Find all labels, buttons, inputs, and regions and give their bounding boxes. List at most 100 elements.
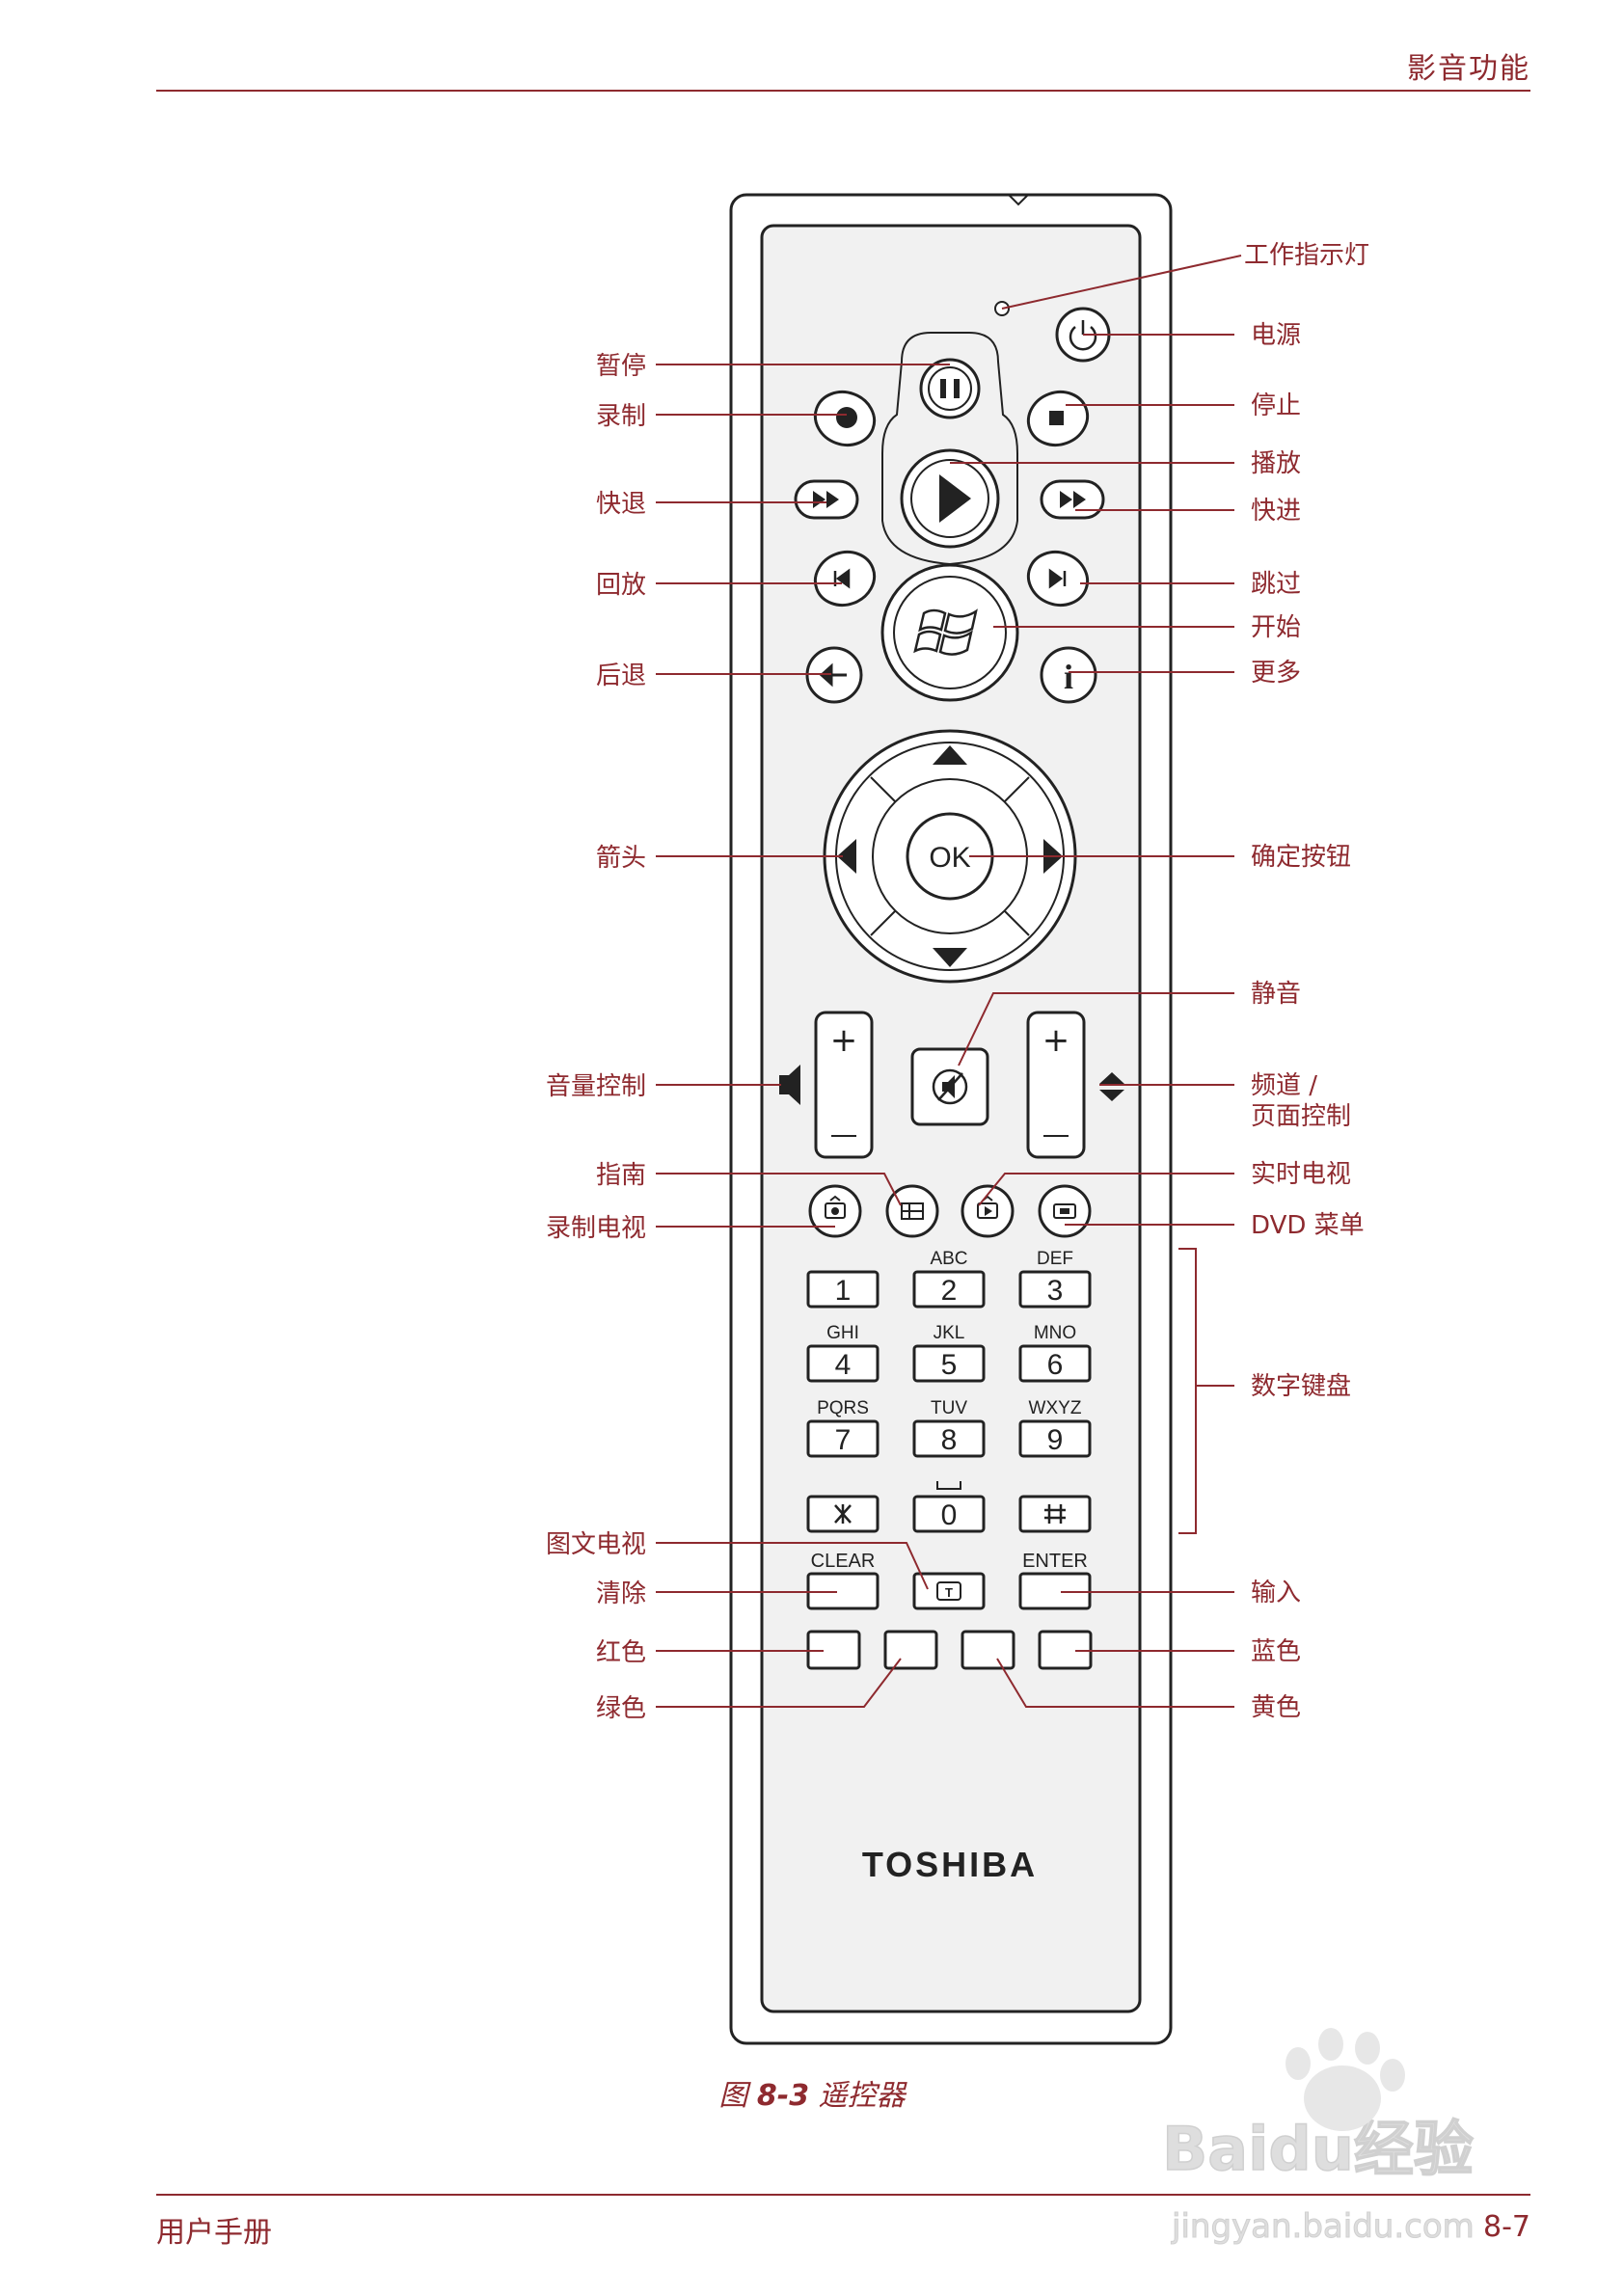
key-4-letters: GHI: [826, 1323, 859, 1343]
key-1-digit: 1: [835, 1275, 852, 1307]
key-9-letters: WXYZ: [1029, 1398, 1082, 1418]
channel-rocker[interactable]: +: [1026, 1011, 1086, 1159]
stop-icon: [1049, 411, 1064, 425]
key-1[interactable]: 1: [806, 1270, 880, 1309]
label-ok: 确定按钮: [1251, 843, 1351, 872]
play-button[interactable]: [900, 448, 1000, 549]
more-info-button[interactable]: i: [1040, 646, 1097, 704]
label-channel-1: 频道 /: [1251, 1071, 1317, 1100]
fastforward-button[interactable]: [1040, 479, 1105, 520]
figure-caption: 图 8-3 遥控器: [0, 2071, 1624, 2114]
label-live-tv: 实时电视: [1251, 1160, 1351, 1189]
footer-manual-title: 用户手册: [156, 2216, 272, 2250]
recorded-tv-icon: [825, 1202, 846, 1219]
caption-prefix: 图: [718, 2079, 748, 2113]
record-button[interactable]: [808, 384, 882, 453]
key-4-digit: 4: [835, 1349, 852, 1381]
label-blue: 蓝色: [1251, 1637, 1301, 1666]
label-keypad: 数字键盘: [1251, 1372, 1351, 1401]
label-rewind: 快退: [596, 490, 646, 519]
key-star[interactable]: [806, 1495, 880, 1533]
volume-plus-icon: +: [830, 1021, 858, 1060]
key-3-letters: DEF: [1037, 1249, 1073, 1269]
key-2-letters: ABC: [930, 1249, 967, 1269]
green-button[interactable]: [883, 1630, 938, 1670]
hash-icon: [1044, 1504, 1066, 1524]
label-arrows: 箭头: [596, 844, 646, 873]
key-7[interactable]: 7 PQRS: [806, 1398, 880, 1458]
skip-button[interactable]: [1021, 544, 1096, 613]
guide-button[interactable]: [885, 1184, 939, 1238]
key-8-letters: TUV: [931, 1398, 967, 1418]
arrow-up-icon: [933, 745, 967, 765]
leader-lines: [656, 255, 1242, 1708]
asterisk-icon: [834, 1504, 852, 1524]
play-icon: [939, 474, 971, 523]
key-6-letters: MNO: [1034, 1323, 1076, 1343]
label-guide: 指南: [596, 1161, 646, 1190]
label-recorded-tv: 录制电视: [546, 1214, 646, 1243]
yellow-button[interactable]: [961, 1630, 1015, 1670]
label-skip: 跳过: [1251, 570, 1301, 599]
dvd-menu-button[interactable]: [1038, 1184, 1092, 1238]
channel-plus-icon: +: [1042, 1021, 1070, 1060]
key-7-letters: PQRS: [817, 1398, 869, 1418]
ok-label: OK: [929, 842, 970, 874]
start-button[interactable]: [880, 563, 1019, 702]
label-dvd-menu: DVD 菜单: [1251, 1211, 1365, 1240]
svg-text:T: T: [945, 1585, 953, 1600]
label-start: 开始: [1251, 613, 1301, 642]
arrow-left-icon: [837, 839, 856, 874]
key-0[interactable]: 0: [912, 1481, 986, 1533]
page-number: 8-7: [1483, 2210, 1530, 2244]
key-5[interactable]: 5 JKL: [912, 1323, 986, 1383]
label-power: 电源: [1251, 321, 1301, 350]
label-volume: 音量控制: [546, 1072, 646, 1101]
label-replay: 回放: [596, 571, 646, 600]
live-tv-button[interactable]: [961, 1184, 1015, 1238]
windows-logo-icon: [913, 608, 978, 656]
label-enter: 输入: [1251, 1579, 1301, 1607]
paw-icon: [1286, 2028, 1405, 2131]
brand-logo: TOSHIBA: [862, 1845, 1038, 1884]
watermark-brand: Baidu经验: [1162, 2114, 1474, 2184]
key-5-letters: JKL: [934, 1323, 965, 1343]
label-stop: 停止: [1251, 392, 1301, 420]
mute-button[interactable]: [910, 1047, 989, 1126]
dvd-menu-icon: [1053, 1203, 1076, 1219]
key-9-digit: 9: [1047, 1424, 1064, 1456]
pause-button[interactable]: [919, 358, 981, 419]
space-icon: [936, 1481, 961, 1490]
baidu-watermark: Baidu经验 jingyan.baidu.com: [1161, 2028, 1475, 2247]
header-rule: [156, 90, 1530, 92]
label-mute: 静音: [1251, 980, 1301, 1009]
replay-button[interactable]: [808, 544, 882, 613]
caption-number: 8-3: [756, 2079, 810, 2113]
key-6-digit: 6: [1047, 1349, 1064, 1381]
ok-button[interactable]: OK: [906, 812, 994, 901]
rewind-button[interactable]: [794, 479, 859, 520]
key-6[interactable]: 6 MNO: [1018, 1323, 1092, 1383]
teletext-button[interactable]: T: [912, 1572, 986, 1610]
info-icon: i: [1064, 658, 1073, 696]
fastforward-icon: [1060, 491, 1086, 508]
key-4[interactable]: 4 GHI: [806, 1323, 880, 1383]
label-teletext: 图文电视: [546, 1530, 646, 1559]
key-7-digit: 7: [835, 1424, 852, 1456]
key-hash[interactable]: [1018, 1495, 1092, 1533]
recorded-tv-button[interactable]: [808, 1184, 862, 1238]
volume-rocker[interactable]: +: [814, 1011, 874, 1159]
clear-label: CLEAR: [811, 1551, 876, 1572]
caption-title: 遥控器: [818, 2079, 906, 2113]
label-back: 后退: [596, 662, 646, 690]
key-0-digit: 0: [941, 1499, 958, 1531]
arrow-down-icon: [933, 948, 967, 967]
label-green: 绿色: [596, 1694, 646, 1723]
key-9[interactable]: 9 WXYZ: [1018, 1398, 1092, 1458]
key-5-digit: 5: [941, 1349, 958, 1381]
